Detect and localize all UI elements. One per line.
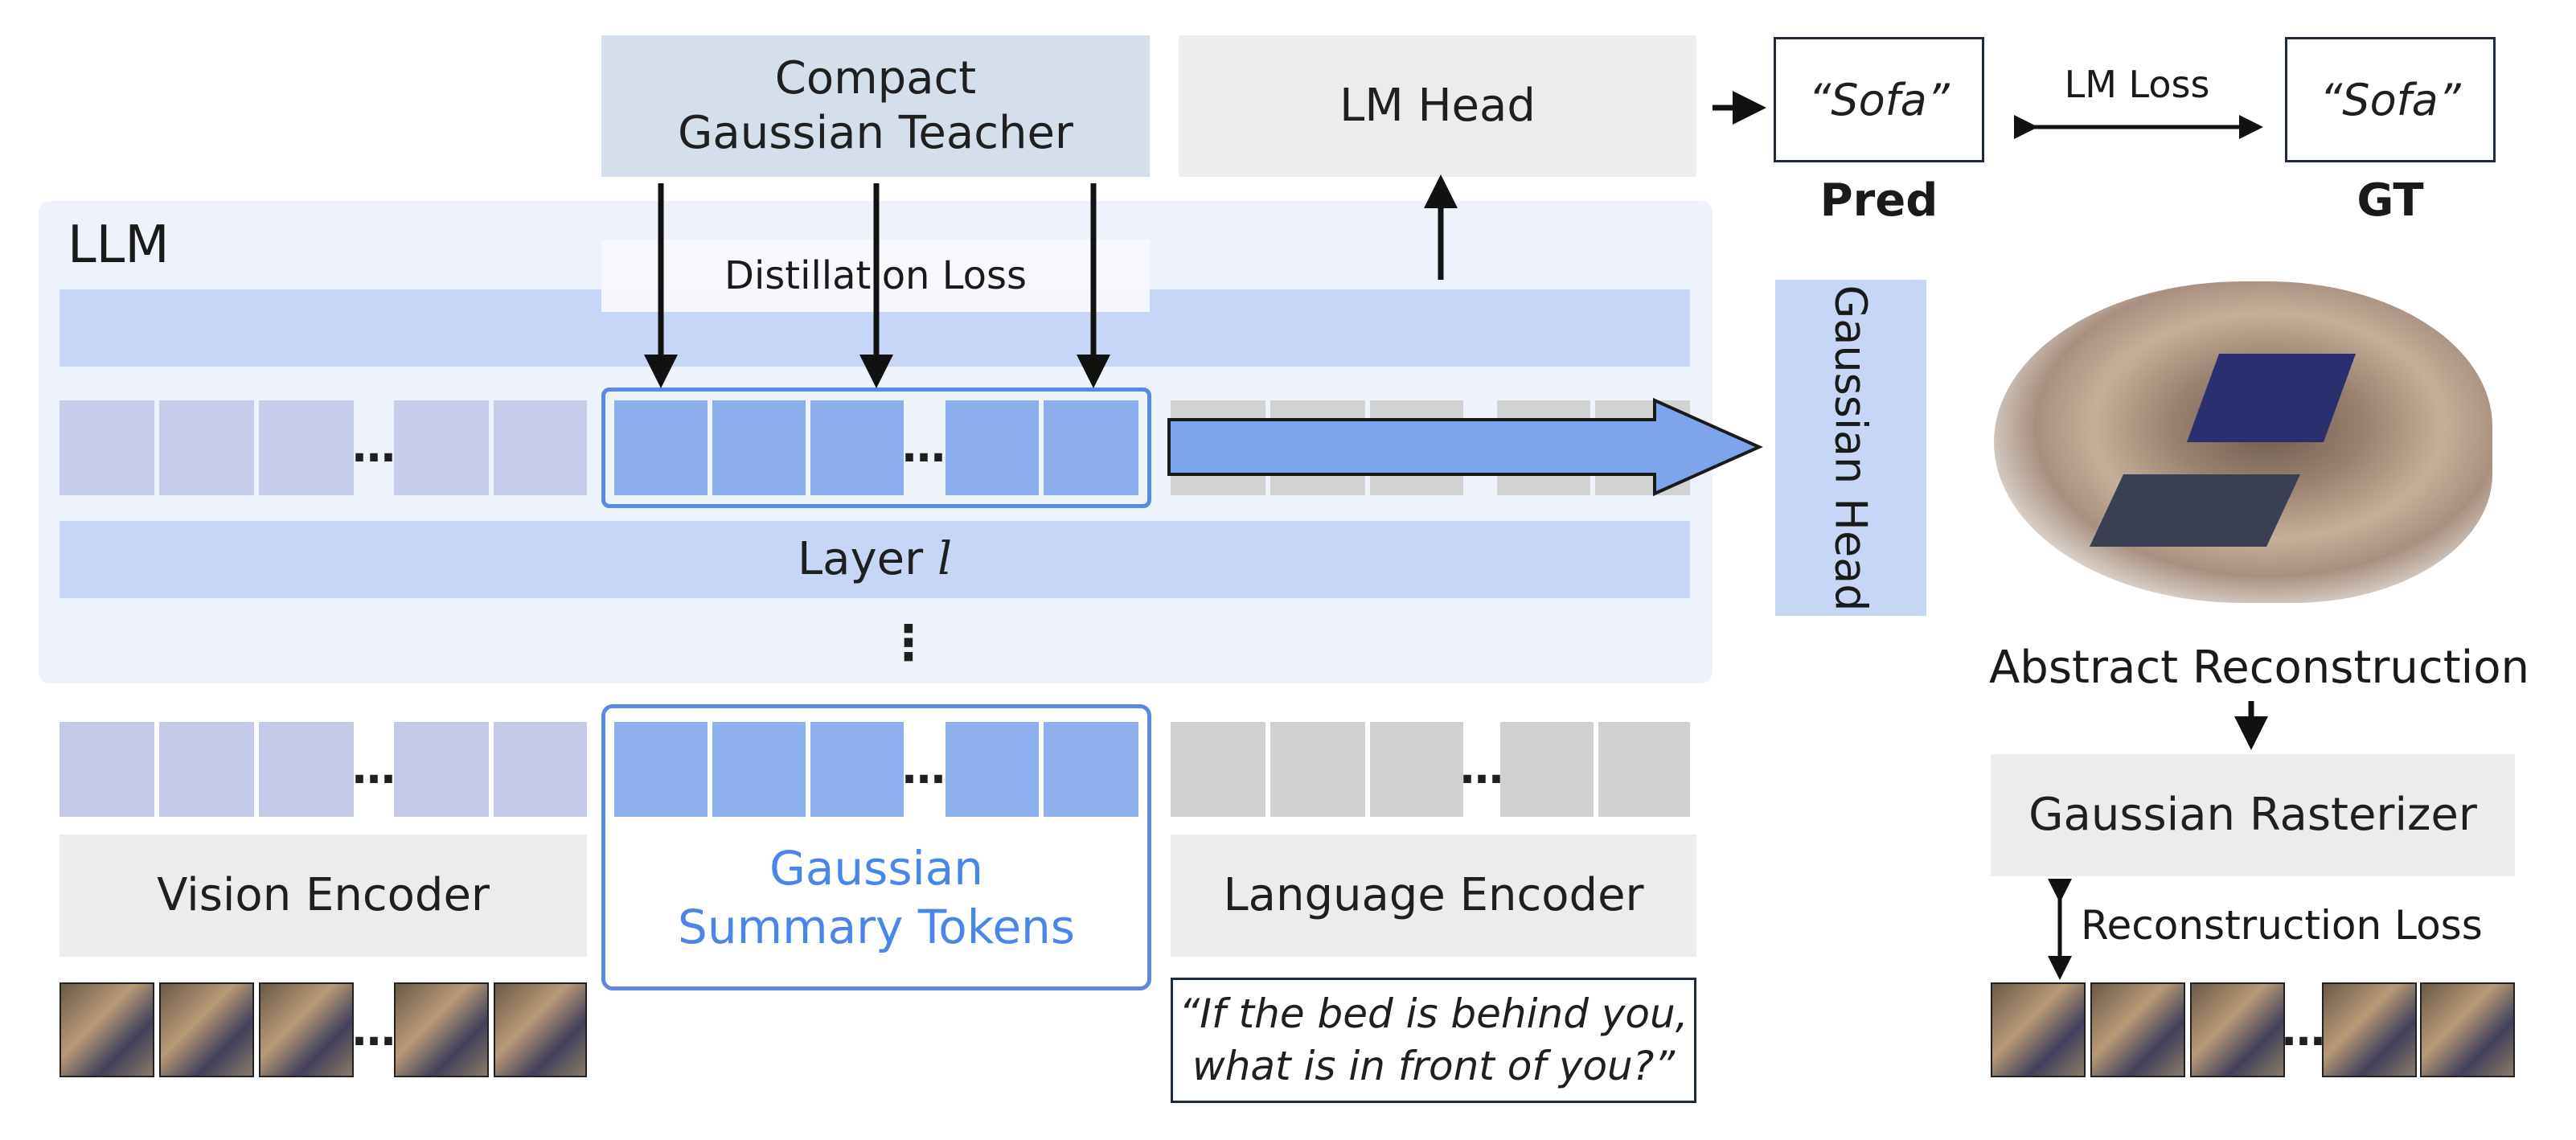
summary-tokens-box: Gaussian Summary Tokens: [601, 704, 1151, 990]
language-token: [1270, 722, 1365, 817]
abstract-reconstruction-label: Abstract Reconstruction: [1989, 641, 2529, 694]
vision-encoder-box: Vision Encoder: [59, 834, 587, 957]
question-line1: “If the bed is behind you,: [1179, 990, 1688, 1037]
llm-summary-token: [614, 400, 708, 495]
lm-head-box: LM Head: [1179, 35, 1696, 177]
llm-summary-token: [945, 400, 1039, 495]
layer-variable: l: [937, 532, 953, 585]
gaussian-head-box: Gaussian Head: [1775, 280, 1926, 616]
language-token: [1370, 722, 1463, 817]
compact-gaussian-teacher: Compact Gaussian Teacher: [601, 35, 1150, 177]
llm-summary-token-group: [601, 388, 1151, 508]
layer-vdots: ⋮: [884, 615, 933, 671]
input-frame-thumbnail: [259, 982, 354, 1077]
vision-token: [159, 722, 254, 817]
gt-box: “Sofa”: [2285, 37, 2496, 162]
pred-box: “Sofa”: [1774, 37, 1984, 162]
layer-l-bar: Layer l: [59, 521, 1690, 598]
lm-loss-label: LM Loss: [2064, 63, 2210, 106]
question-line2: what is in front of you?”: [1192, 1043, 1676, 1089]
llm-vision-token: [59, 400, 154, 495]
rendered-frame-thumbnail: [2090, 982, 2185, 1077]
rendered-frame-thumbnail: [2420, 982, 2515, 1077]
pred-label: Pred: [1819, 174, 1938, 227]
vision-encoder-label: Vision Encoder: [157, 868, 490, 921]
summary-token: [945, 722, 1039, 817]
vision-token: [259, 722, 354, 817]
gt-text: “Sofa”: [2320, 74, 2461, 125]
to-gaussian-head-arrow: [1167, 397, 1763, 497]
input-frame-ellipsis: …: [352, 1004, 396, 1056]
input-frame-thumbnail: [394, 982, 489, 1077]
reconstruction-image: [1962, 233, 2525, 627]
layer-label: Layer: [797, 532, 924, 585]
rendered-frame-thumbnail: [2190, 982, 2285, 1077]
input-frame-thumbnail: [59, 982, 154, 1077]
vision-token-ellipsis: …: [352, 742, 396, 793]
llm-label: LLM: [68, 215, 170, 275]
teacher-line2: Gaussian Teacher: [678, 107, 1073, 159]
rendered-frame-thumbnail: [2322, 982, 2417, 1077]
llm-summary-token: [1044, 400, 1138, 495]
llm-vision-token: [259, 400, 354, 495]
language-token: [1500, 722, 1594, 817]
llm-vision-token: [394, 400, 489, 495]
vision-token: [494, 722, 587, 817]
llm-summary-ellipsis: …: [902, 420, 945, 472]
input-frame-thumbnail: [494, 982, 587, 1077]
language-encoder-label: Language Encoder: [1223, 868, 1644, 921]
gaussian-rasterizer-label: Gaussian Rasterizer: [2028, 788, 2477, 841]
llm-summary-token: [810, 400, 904, 495]
gt-label: GT: [2357, 174, 2424, 227]
summary-token: [712, 722, 806, 817]
vision-token: [394, 722, 489, 817]
summary-tokens-line1: Gaussian: [769, 841, 984, 896]
vision-token: [59, 722, 154, 817]
llm-vision-ellipsis: …: [352, 420, 396, 472]
gaussian-rasterizer-box: Gaussian Rasterizer: [1991, 754, 2515, 876]
llm-summary-token: [712, 400, 806, 495]
summary-token-ellipsis: …: [902, 742, 945, 793]
summary-token: [614, 722, 708, 817]
teacher-line1: Compact: [774, 51, 977, 105]
question-box: “If the bed is behind you, what is in fr…: [1171, 978, 1696, 1103]
input-frame-thumbnail: [159, 982, 254, 1077]
summary-token: [810, 722, 904, 817]
reconstruction-loss-label: Reconstruction Loss: [2081, 902, 2483, 949]
summary-tokens-line2: Summary Tokens: [678, 899, 1075, 954]
rendered-frame-ellipsis: …: [2282, 1004, 2325, 1056]
language-token: [1171, 722, 1265, 817]
rendered-frame-thumbnail: [1991, 982, 2086, 1077]
language-encoder-box: Language Encoder: [1171, 834, 1696, 957]
pred-text: “Sofa”: [1808, 74, 1950, 125]
lm-head-label: LM Head: [1339, 79, 1536, 132]
llm-vision-token: [159, 400, 254, 495]
llm-vision-token: [494, 400, 587, 495]
summary-token: [1044, 722, 1138, 817]
language-token-ellipsis: …: [1460, 742, 1503, 793]
language-token: [1598, 722, 1690, 817]
